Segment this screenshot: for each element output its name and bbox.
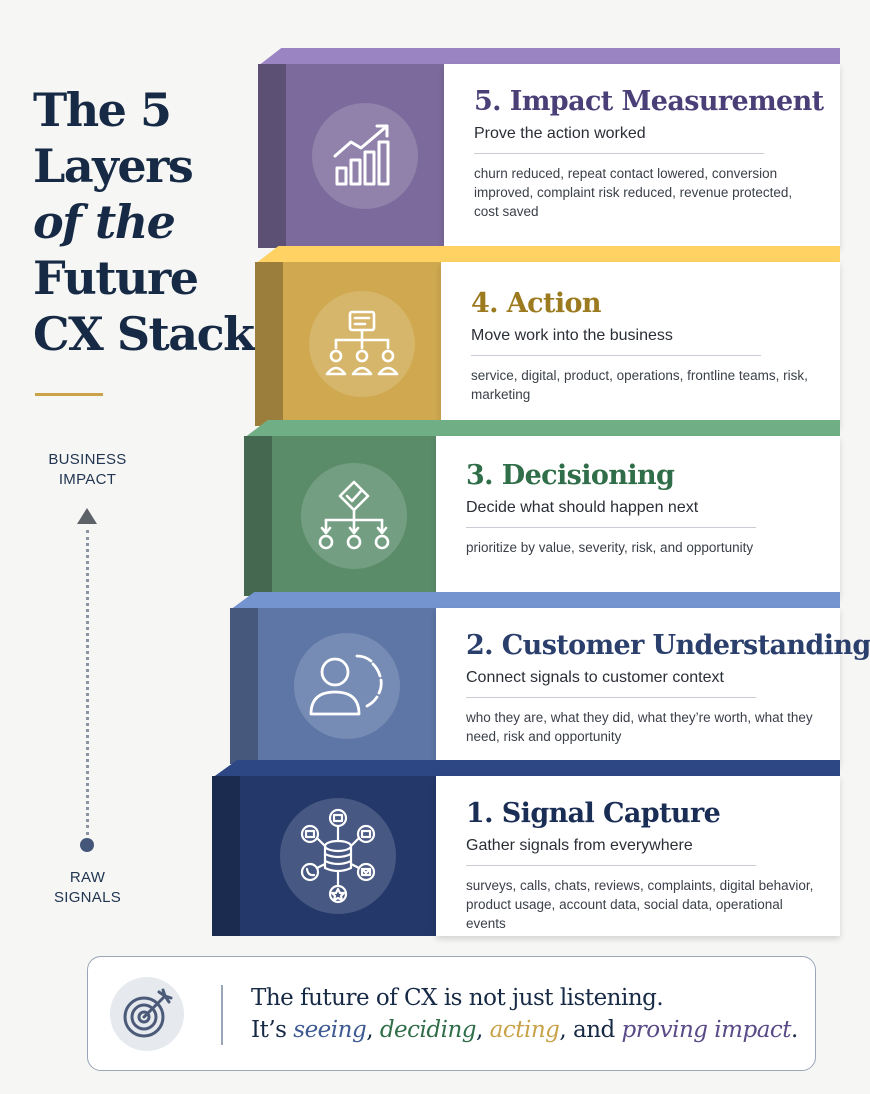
axis-dotted-line [86,530,89,835]
layer-subtitle: Decide what should happen next [466,499,699,516]
footer-word-seeing: seeing [293,1017,367,1043]
layer-heading: 1. Signal Capture [466,798,721,829]
layer-2-customer-understanding: 2. Customer Understanding Connect signal… [230,592,870,764]
layer-divider [466,865,756,866]
layer-5-impact-measurement: 5. Impact Measurement Prove the action w… [258,48,840,248]
footer-sep-2: , [476,1017,490,1043]
axis-top-line-1: BUSINESS [48,451,127,468]
layer-divider [466,527,756,528]
axis-label-raw-signals: RAW SIGNALS [30,868,145,908]
layer-card: 3. Decisioning Decide what should happen… [436,436,840,596]
layer-subtitle: Prove the action worked [474,125,646,142]
layer-description: surveys, calls, chats, reviews, complain… [466,878,814,931]
layer-divider [471,355,761,356]
axis-origin-dot-icon [80,838,94,852]
layer-heading: 3. Decisioning [466,460,675,491]
decision-tree-icon [301,463,407,569]
footer-line-2: It’s seeing, deciding, acting, and provi… [251,1017,798,1043]
layer-subtitle: Gather signals from everywhere [466,837,693,854]
layer-divider [474,153,764,154]
footer-word-deciding: deciding [379,1017,477,1043]
layer-description: churn reduced, repeat contact lowered, c… [474,166,793,219]
bar-chart-growth-icon [312,103,418,209]
layer-4-action: 4. Action Move work into the business se… [255,246,840,426]
footer-end: . [791,1017,798,1043]
layer-block-front [283,262,441,426]
layer-block-side [244,436,272,596]
layer-block-front [272,436,436,596]
footer-divider [221,985,223,1045]
layer-card: 5. Impact Measurement Prove the action w… [444,64,840,248]
layer-heading: 4. Action [471,288,602,319]
layer-card: 2. Customer Understanding Connect signal… [436,608,870,764]
layer-block-top [255,246,840,264]
layer-subtitle: Move work into the business [471,327,673,344]
footer-line-1: The future of CX is not just listening. [251,985,664,1011]
layer-description: service, digital, product, operations, f… [471,368,808,402]
layer-subtitle: Connect signals to customer context [466,669,724,686]
layer-block-top [258,48,840,66]
layer-card: 1. Signal Capture Gather signals from ev… [436,776,840,936]
layer-block-top [212,760,840,778]
axis-arrow-up-icon [77,508,97,524]
layer-block-side [230,608,258,764]
customer-profile-icon [294,633,400,739]
footer-sep-1: , [366,1017,380,1043]
title-line-1: The 5 [33,83,172,137]
title-line-2: Layers [33,139,194,193]
layer-card: 4. Action Move work into the business se… [441,262,840,426]
layer-block-front [258,608,436,764]
title-underline [35,393,103,396]
axis-bottom-line-1: RAW [69,869,106,886]
footer-word-acting: acting [489,1017,560,1043]
target-icon [110,977,184,1051]
footer-prefix: It’s [251,1017,294,1043]
title-line-4: Future [33,251,199,305]
layer-1-signal-capture: 1. Signal Capture Gather signals from ev… [212,760,840,936]
layer-heading: 5. Impact Measurement [474,86,824,117]
footer-callout: The future of CX is not just listening. … [87,956,816,1071]
footer-word-proving: proving impact [621,1017,792,1043]
footer-sep-3: , and [559,1017,622,1043]
layer-heading: 2. Customer Understanding [466,630,870,661]
org-hierarchy-icon [309,291,415,397]
layer-block-top [244,420,840,438]
layer-block-top [230,592,840,610]
layer-divider [466,697,756,698]
title-line-3: of the [33,195,176,249]
layer-block-front [240,776,436,936]
layer-block-side [255,262,283,426]
axis-top-line-2: IMPACT [58,471,117,488]
axis-label-business-impact: BUSINESS IMPACT [30,450,145,490]
title-line-5: CX Stack [33,307,255,361]
layer-description: who they are, what they did, what they’r… [466,710,813,744]
layer-description: prioritize by value, severity, risk, and… [466,540,754,555]
data-hub-icon [280,798,396,914]
layer-3-decisioning: 3. Decisioning Decide what should happen… [244,420,840,596]
page-title: The 5 Layers of the Future CX Stack [33,82,263,362]
layer-block-front [286,64,444,248]
axis-bottom-line-2: SIGNALS [53,889,122,906]
layer-block-side [258,64,286,248]
layer-block-side [212,776,240,936]
